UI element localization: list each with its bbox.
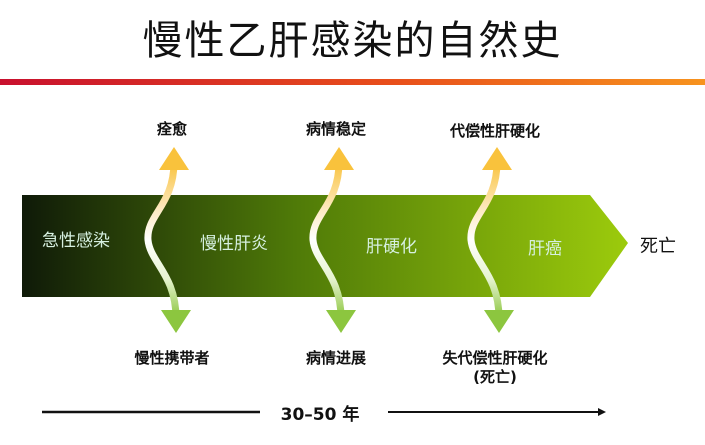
outcome-chronic-carrier: 慢性携带者 — [134, 349, 210, 367]
up-arrow-icon — [159, 147, 189, 170]
down-arrow-icon — [484, 310, 514, 333]
branch-curve-3 — [467, 161, 503, 319]
timeline-label: 30–50 年 — [280, 405, 360, 425]
stage-chronic-hepatitis: 慢性肝炎 — [200, 234, 268, 254]
header-divider — [0, 79, 705, 85]
branch-curve-2 — [309, 161, 345, 319]
up-arrow-icon — [324, 147, 354, 170]
down-arrow-icon — [326, 310, 356, 333]
stage-acute-infection: 急性感染 — [42, 231, 110, 251]
stage-cirrhosis: 肝硬化 — [366, 237, 417, 257]
outcome-death: (死亡) — [473, 368, 517, 386]
up-arrow-icon — [482, 147, 512, 170]
page-title: 慢性乙肝感染的自然史 — [142, 18, 563, 64]
stage-liver-cancer: 肝癌 — [528, 239, 562, 259]
outcome-stable: 病情稳定 — [305, 120, 366, 138]
end-death-label: 死亡 — [640, 236, 676, 257]
outcome-recovery: 痊愈 — [156, 120, 187, 138]
outcome-decompensated-cirrhosis: 失代偿性肝硬化 — [442, 349, 548, 367]
timeline-arrowhead — [598, 408, 606, 416]
outcome-compensated-cirrhosis: 代偿性肝硬化 — [449, 122, 540, 140]
down-arrow-icon — [161, 310, 191, 333]
branch-curve-1 — [144, 161, 180, 319]
outcome-progression: 病情进展 — [305, 349, 366, 367]
